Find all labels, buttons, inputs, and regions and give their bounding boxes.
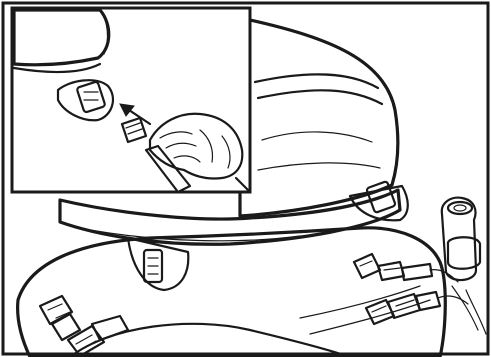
buckle-strap-lower-left xyxy=(38,294,130,357)
inset-frame xyxy=(10,6,252,194)
seat-cushion xyxy=(238,18,400,218)
tank-cap xyxy=(440,196,487,335)
inset-clip-mount xyxy=(56,79,115,122)
seat-leg-left xyxy=(126,236,190,292)
seat-underside xyxy=(58,188,402,246)
buckle-strap-right-bottom xyxy=(364,290,469,326)
main-scene xyxy=(16,18,487,357)
buckle-strap-right-top xyxy=(352,252,459,283)
inset-hand xyxy=(148,112,252,194)
inset-buckle xyxy=(120,116,192,194)
inset-detail xyxy=(10,6,252,194)
inset-seat-cushion xyxy=(12,8,111,74)
seat-leg-right xyxy=(348,180,409,222)
direction-arrow xyxy=(119,103,152,126)
